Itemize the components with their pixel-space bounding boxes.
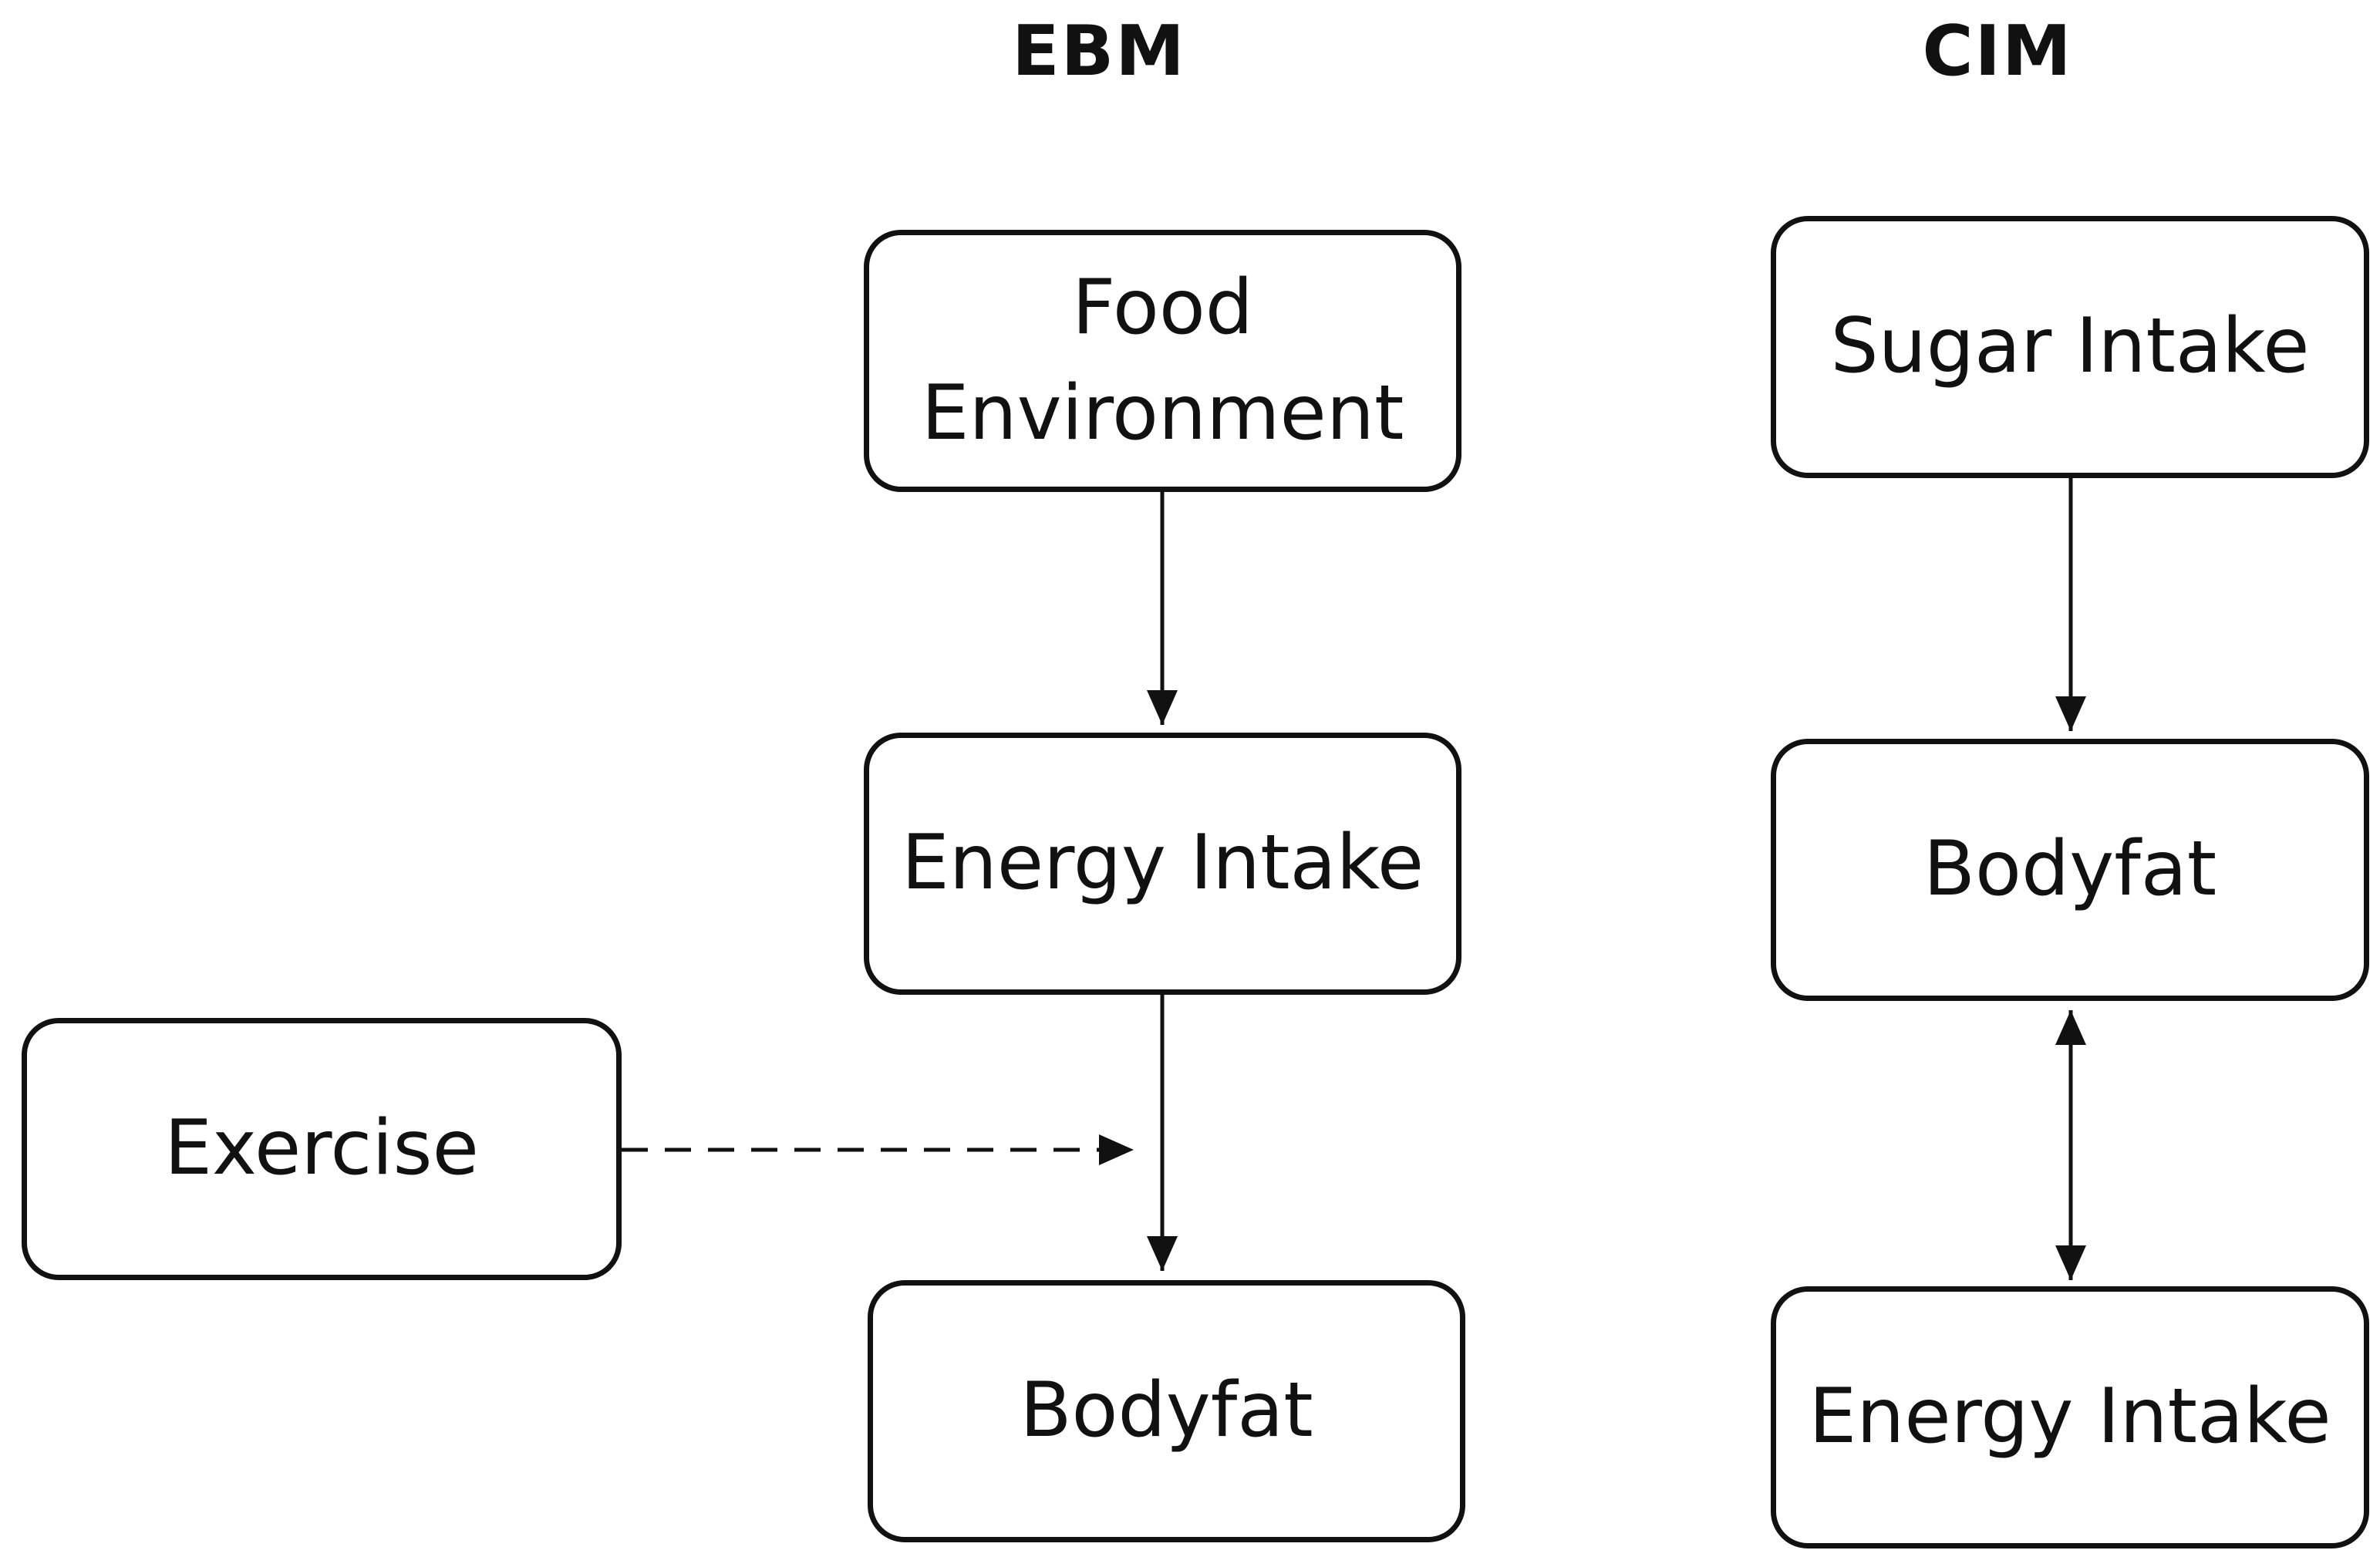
cim-bodyfat-label: Bodyfat	[1923, 825, 2217, 914]
ebm-heading: EBM	[1012, 11, 1186, 92]
ebm-energy-intake-box: Energy Intake	[864, 733, 1461, 995]
cim-heading: CIM	[1922, 11, 2073, 92]
cim-energy-intake-label: Energy Intake	[1809, 1373, 2331, 1461]
ebm-energy-intake-label: Energy Intake	[901, 819, 1424, 908]
food-environment-label-line1: Food	[1071, 263, 1253, 352]
ebm-food-environment-box: Food Environment	[864, 230, 1461, 492]
sugar-intake-label: Sugar Intake	[1830, 302, 2310, 391]
exercise-label: Exercise	[164, 1104, 479, 1193]
ebm-bodyfat-box: Bodyfat	[868, 1280, 1465, 1542]
food-environment-label-line2: Environment	[921, 369, 1404, 457]
cim-bodyfat-box: Bodyfat	[1771, 739, 2369, 1001]
ebm-exercise-box: Exercise	[22, 1018, 622, 1280]
ebm-bodyfat-label: Bodyfat	[1020, 1366, 1313, 1455]
cim-energy-intake-box: Energy Intake	[1771, 1286, 2369, 1548]
cim-sugar-intake-box: Sugar Intake	[1771, 216, 2369, 478]
